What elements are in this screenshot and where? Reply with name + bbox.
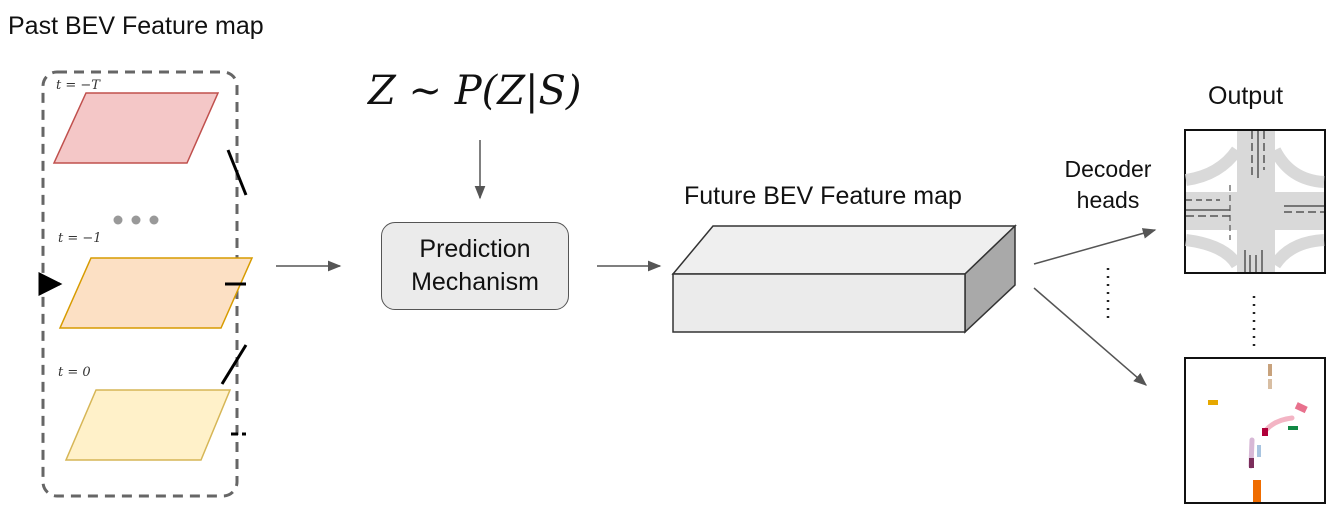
road-horizontal: [1186, 192, 1324, 230]
past-bev-title: Past BEV Feature map: [8, 12, 264, 40]
output-map-panel: [1184, 129, 1326, 274]
future-box-top: [671, 225, 1017, 275]
output-trajectory-panel: [1184, 357, 1326, 504]
prediction-mechanism-box: Prediction Mechanism: [381, 222, 569, 310]
decoder-heads-label: Decoder heads: [1048, 154, 1168, 216]
frame-t-0: [64, 389, 232, 461]
output-title: Output: [1208, 82, 1284, 110]
ellipsis-dot: [149, 215, 159, 225]
future-box-front: [672, 273, 966, 333]
future-bev-title: Future BEV Feature map: [684, 182, 962, 210]
frame-t-minus-T: [52, 92, 220, 164]
ellipsis-dot: [113, 215, 123, 225]
time-label-prev: t = −1: [58, 231, 102, 246]
road-curve: [1269, 234, 1325, 269]
arrow-decoder-bottom: [1033, 287, 1148, 386]
road-curve: [1185, 234, 1243, 269]
latent-formula: Z ∼ P(Z|S): [368, 68, 582, 114]
prediction-label-line2: Mechanism: [411, 268, 539, 296]
time-label-past: t = −T: [56, 78, 100, 93]
time-label-now: t = 0: [58, 365, 91, 380]
past-edge-stroke: [226, 149, 248, 196]
decoder-label-line1: Decoder: [1064, 156, 1152, 182]
past-edge-stroke: [220, 344, 248, 385]
prediction-label-line1: Prediction: [419, 235, 531, 263]
ellipsis-dot: [131, 215, 141, 225]
decoder-label-line2: heads: [1076, 187, 1140, 213]
arrow-decoder-top: [1033, 228, 1157, 265]
frame-t-minus-1: [58, 257, 254, 329]
road-curve: [1184, 146, 1242, 186]
road-curve: [1269, 147, 1325, 188]
